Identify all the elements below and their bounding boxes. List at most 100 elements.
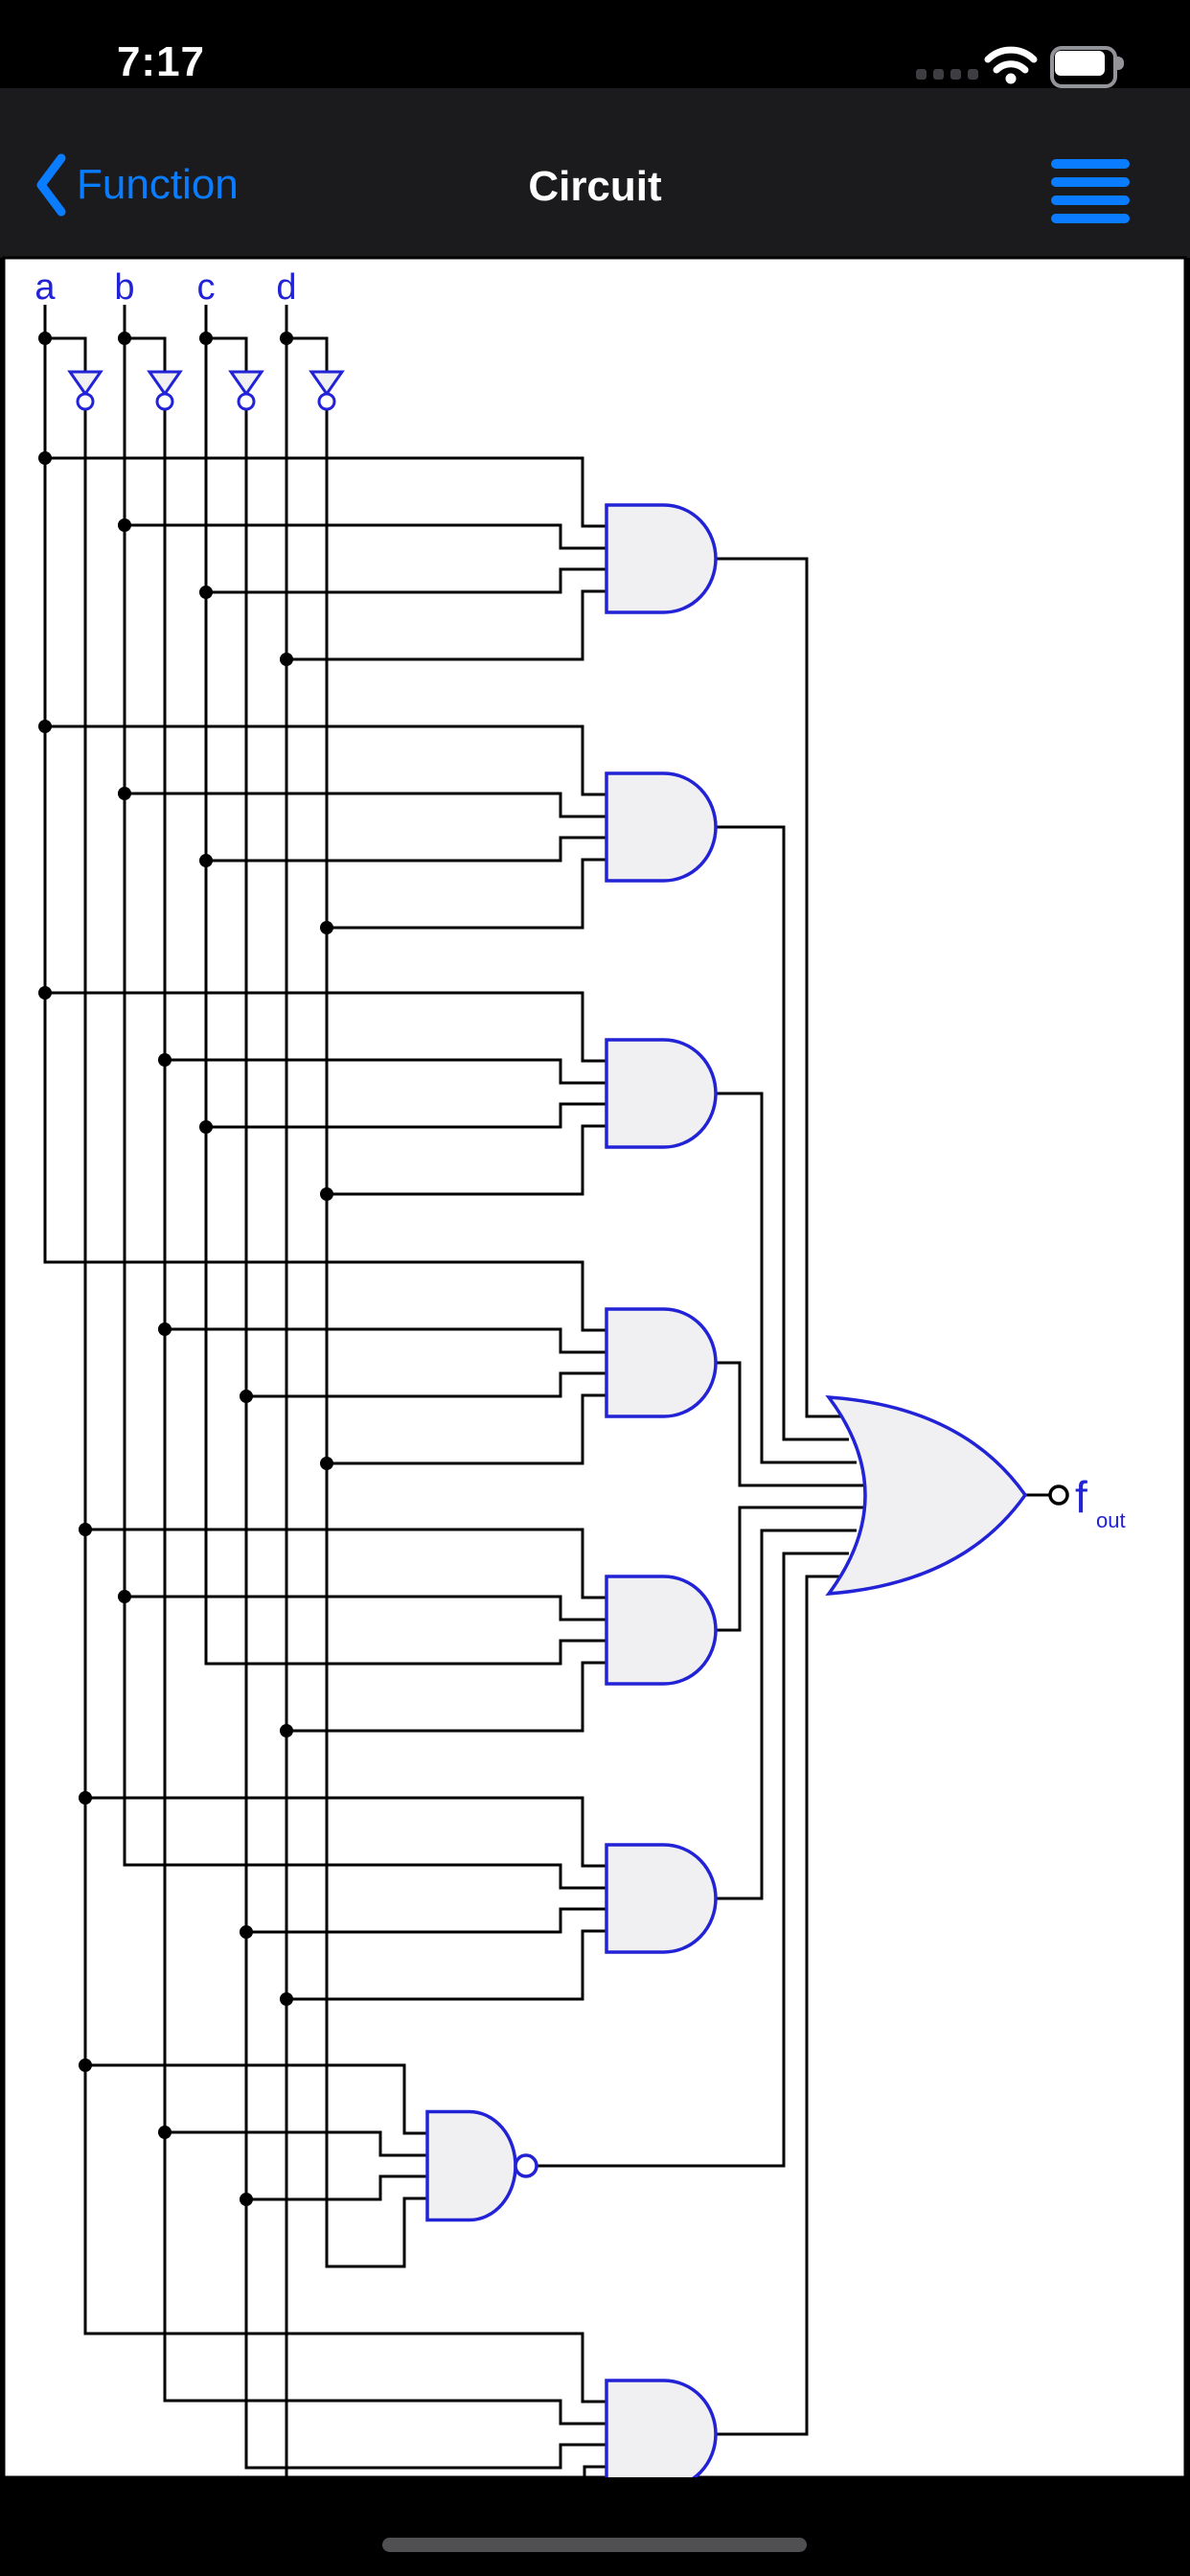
junction-dot bbox=[280, 332, 293, 345]
wire bbox=[286, 336, 329, 372]
status-bar: 7:17 bbox=[0, 0, 1190, 88]
junction-dot bbox=[199, 332, 213, 345]
junction-dot bbox=[320, 1187, 333, 1201]
junction-dot bbox=[320, 921, 333, 934]
junction-dot bbox=[38, 332, 52, 345]
wire bbox=[716, 1529, 857, 1900]
wire bbox=[325, 408, 427, 2268]
wire bbox=[716, 1506, 864, 1632]
wire bbox=[716, 1092, 857, 1464]
input-label-b: b bbox=[114, 267, 134, 308]
wire bbox=[45, 336, 87, 372]
wifi-icon bbox=[984, 42, 1038, 89]
nand-gate bbox=[425, 2109, 517, 2222]
wire bbox=[83, 408, 606, 2404]
and-gate bbox=[605, 2379, 718, 2477]
input-label-c: c bbox=[197, 267, 216, 308]
junction-dot bbox=[158, 1053, 172, 1067]
junction-dot bbox=[199, 854, 213, 867]
wire bbox=[125, 792, 606, 818]
output-terminal bbox=[1048, 1484, 1069, 1506]
wire bbox=[204, 305, 606, 1666]
wire bbox=[125, 1595, 606, 1622]
junction-dot bbox=[280, 653, 293, 666]
wire bbox=[206, 336, 248, 372]
wire bbox=[125, 523, 606, 550]
wire bbox=[583, 2465, 606, 2477]
menu-bar bbox=[1051, 196, 1130, 205]
and-gate bbox=[605, 1038, 718, 1149]
output-label-subscript: out bbox=[1096, 1508, 1126, 1532]
junction-dot bbox=[320, 1457, 333, 1470]
and-gate bbox=[605, 503, 718, 614]
circuit-canvas bbox=[2, 256, 1187, 2479]
wire bbox=[206, 1102, 606, 1129]
not-gate-bubble bbox=[317, 392, 336, 411]
menu-bar bbox=[1051, 214, 1130, 223]
chevron-left-icon bbox=[36, 153, 66, 217]
input-label-a: a bbox=[34, 267, 56, 308]
wire bbox=[286, 589, 606, 661]
wire bbox=[206, 836, 606, 862]
junction-dot bbox=[38, 720, 52, 733]
junction-dot bbox=[118, 332, 131, 345]
and-gate bbox=[605, 1307, 718, 1418]
wire bbox=[244, 408, 606, 2470]
wire bbox=[246, 2174, 427, 2201]
wire bbox=[43, 305, 606, 1332]
wire bbox=[246, 1907, 606, 1934]
wire bbox=[327, 858, 606, 930]
wire bbox=[163, 408, 606, 2426]
menu-bar bbox=[1051, 177, 1130, 187]
wire bbox=[286, 1929, 606, 2001]
nand-bubble bbox=[514, 2153, 538, 2178]
wire bbox=[327, 1393, 606, 1465]
wire bbox=[85, 1796, 606, 1868]
cellular-signal-icon bbox=[916, 69, 978, 80]
and-gate bbox=[605, 1575, 718, 1686]
junction-dot bbox=[79, 2058, 92, 2072]
page-title: Circuit bbox=[528, 163, 662, 210]
junction-dot bbox=[158, 1322, 172, 1336]
wire bbox=[45, 456, 606, 528]
junction-dot bbox=[199, 586, 213, 599]
not-gate-bubble bbox=[155, 392, 174, 411]
junction-dot bbox=[240, 1390, 253, 1403]
menu-button[interactable] bbox=[1051, 159, 1130, 223]
junction-dot bbox=[158, 2126, 172, 2139]
not-gate-bubble bbox=[76, 392, 95, 411]
junction-dot bbox=[280, 1724, 293, 1737]
back-button[interactable]: Function bbox=[34, 153, 239, 217]
not-gate-bubble bbox=[237, 392, 256, 411]
battery-icon bbox=[1050, 46, 1124, 88]
wire bbox=[165, 2130, 427, 2157]
and-gate bbox=[605, 771, 718, 883]
junction-dot bbox=[240, 1925, 253, 1939]
wire bbox=[716, 557, 843, 1418]
junction-dot bbox=[240, 2193, 253, 2206]
wire bbox=[85, 2063, 427, 2135]
not-gate-icon bbox=[228, 370, 264, 397]
wire bbox=[165, 1327, 606, 1354]
wire bbox=[165, 1058, 606, 1085]
junction-dot bbox=[199, 1120, 213, 1134]
junction-dot bbox=[118, 1590, 131, 1603]
not-gate-icon bbox=[309, 370, 345, 397]
wire bbox=[45, 991, 606, 1063]
back-button-label[interactable]: Function bbox=[77, 161, 239, 208]
junction-dot bbox=[79, 1523, 92, 1536]
home-indicator[interactable] bbox=[382, 2538, 807, 2552]
junction-dot bbox=[38, 451, 52, 465]
junction-dot bbox=[118, 518, 131, 532]
wire bbox=[85, 1528, 606, 1599]
input-label-d: d bbox=[276, 267, 296, 308]
menu-bar bbox=[1051, 159, 1130, 169]
wire bbox=[286, 1661, 606, 1733]
output-label: f bbox=[1075, 1472, 1087, 1522]
wire bbox=[716, 1361, 864, 1487]
not-gate-icon bbox=[147, 370, 183, 397]
wire bbox=[716, 825, 849, 1441]
